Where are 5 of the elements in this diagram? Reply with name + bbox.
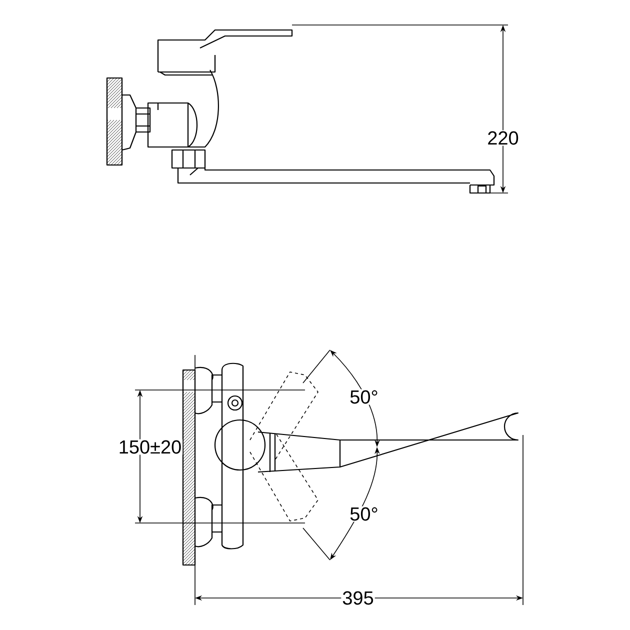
dimension-label: 220 <box>486 130 520 146</box>
angle-label: 50° <box>348 389 380 405</box>
angle-label: 50° <box>348 506 380 522</box>
dimension-label: 395 <box>341 590 375 606</box>
dimension-label: 150±20 <box>117 439 183 455</box>
